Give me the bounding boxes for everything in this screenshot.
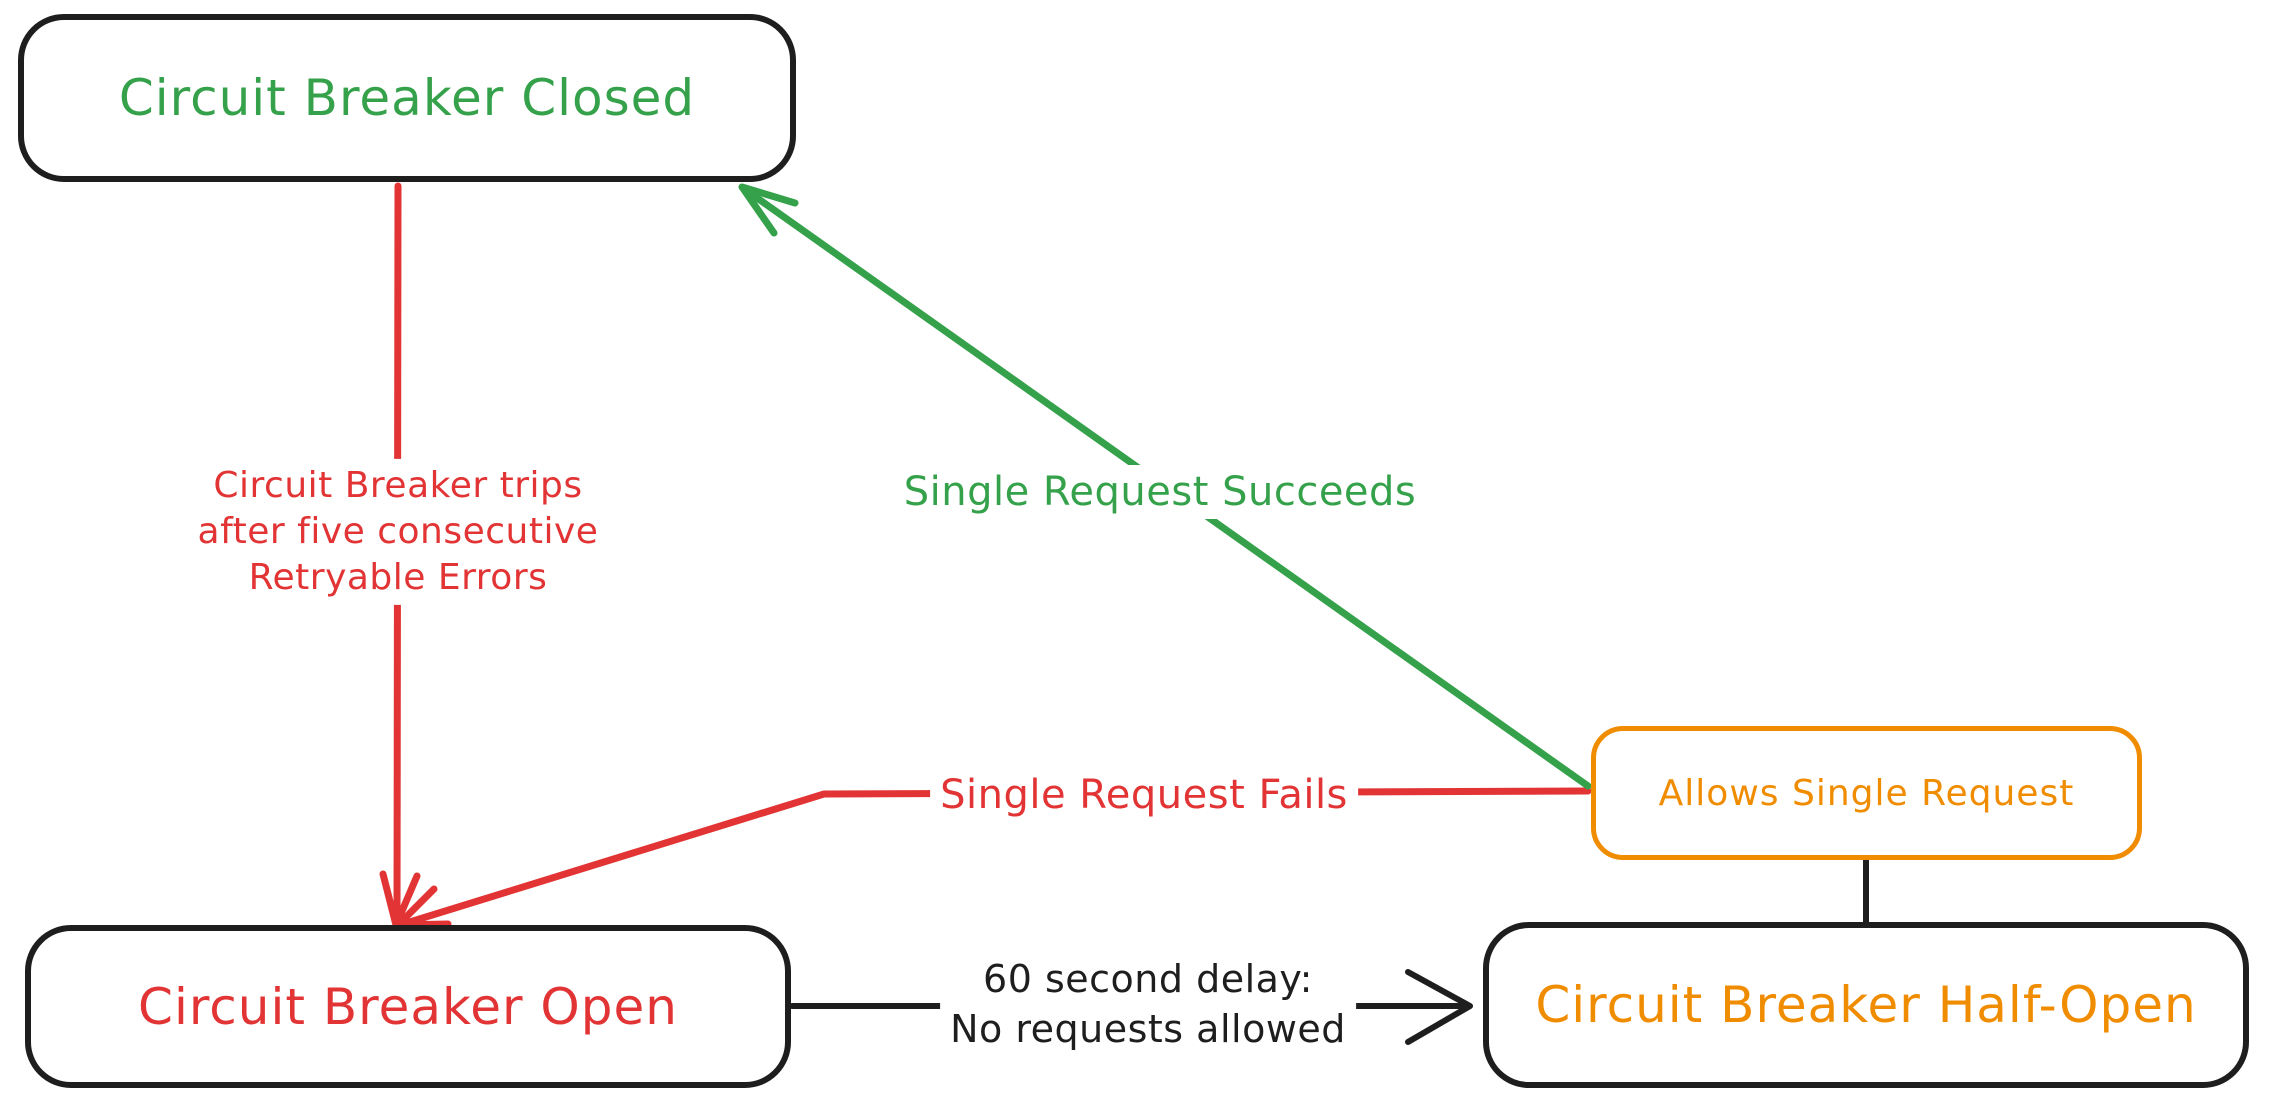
node-circuit-breaker-closed: Circuit Breaker Closed — [18, 14, 796, 182]
node-circuit-breaker-half-open: Circuit Breaker Half-Open — [1483, 922, 2249, 1088]
node-circuit-breaker-open-label: Circuit Breaker Open — [138, 977, 678, 1036]
edge-trip-label-line3: Retryable Errors — [248, 557, 548, 599]
edge-trip-label-line2: after five consecutive — [197, 510, 599, 552]
node-allows-single-request: Allows Single Request — [1591, 726, 2142, 860]
edge-succeed-label: Single Request Succeeds — [893, 465, 1427, 519]
edge-succeed-label-text: Single Request Succeeds — [903, 469, 1417, 515]
edge-fail-label: Single Request Fails — [930, 768, 1358, 822]
node-circuit-breaker-closed-label: Circuit Breaker Closed — [118, 69, 696, 127]
node-allows-single-request-label: Allows Single Request — [1658, 772, 2075, 814]
edge-fail-label-text: Single Request Fails — [940, 772, 1348, 818]
edge-delay-label: 60 second delay: No requests allowed — [940, 949, 1356, 1059]
edge-trip-label-line1: Circuit Breaker trips — [213, 464, 583, 506]
edge-delay-label-line2: No requests allowed — [950, 1007, 1346, 1051]
edge-delay-arrowhead — [1405, 969, 1473, 1045]
edge-succeed-arrowhead — [738, 183, 799, 237]
node-circuit-breaker-half-open-label: Circuit Breaker Half-Open — [1535, 976, 2197, 1034]
node-circuit-breaker-open: Circuit Breaker Open — [25, 925, 791, 1088]
edge-trip-label: Circuit Breaker trips after five consecu… — [187, 458, 609, 606]
edge-delay-label-line1: 60 second delay: — [983, 956, 1313, 1001]
